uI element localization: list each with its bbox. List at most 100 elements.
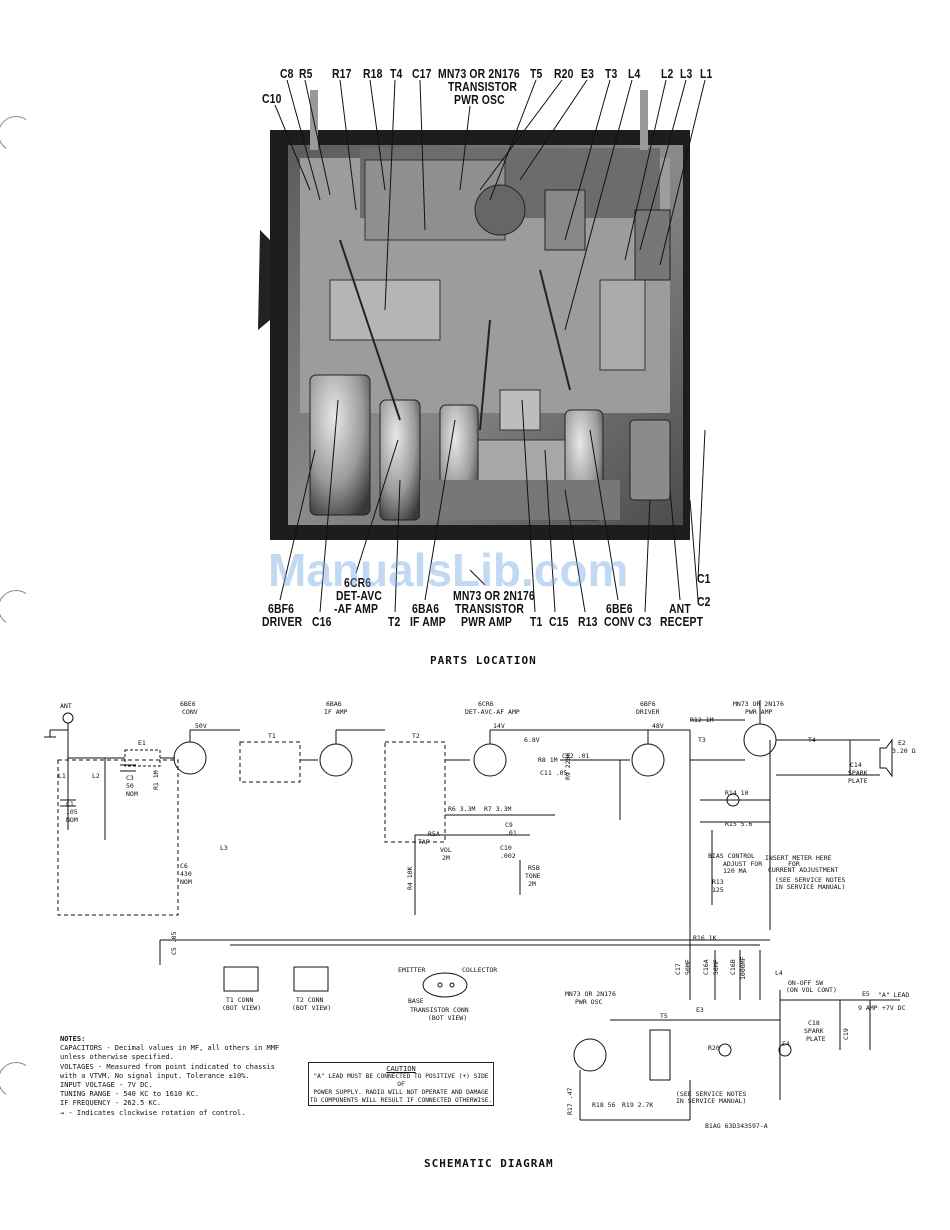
sch-ant: ANT	[60, 702, 72, 710]
caution-title: CAUTION	[386, 1065, 416, 1073]
sch-7vdc: +7V DC	[882, 1004, 906, 1012]
sch-spark-1: SPARK	[848, 769, 868, 777]
tube-mn73-amp-type: MN73 OR 2N176	[733, 700, 784, 708]
sch-v14: 14V	[493, 722, 505, 730]
tube-6cr6-type: 6CR6	[478, 700, 494, 708]
tube-6ba6-func: IF AMP	[324, 708, 348, 716]
sch-tone-val: 2M	[528, 880, 536, 888]
notes-line: VOLTAGES - Measured from point indicated…	[60, 1062, 275, 1071]
sch-meter3: CURRENT ADJUSTMENT	[768, 866, 839, 874]
sch-c3-nom: NOM	[126, 790, 138, 798]
sch-r17: R17 .47	[566, 1088, 574, 1115]
label-recept: RECEPT	[660, 614, 704, 629]
sch-e2-val: 3.20 Ω	[892, 747, 916, 755]
notes-line: CAPACITORS - Decimal values in MF, all o…	[60, 1044, 280, 1053]
sch-c10: C10	[500, 844, 512, 852]
label-l4: L4	[628, 66, 641, 81]
sch-9amp: 9 AMP	[858, 1004, 878, 1012]
sch-r8: R8 1M	[538, 756, 558, 764]
notes-line: → - Indicates clockwise rotation of cont…	[60, 1108, 246, 1117]
tube-mn73-osc-func: PWR OSC	[575, 998, 602, 1006]
label-mn73-osc-1: MN73 OR 2N176	[438, 66, 520, 81]
sch-t1conn-botview: (BOT VIEW)	[222, 1004, 261, 1012]
parts-location-caption: PARTS LOCATION	[430, 654, 537, 667]
sch-r19: R19 2.7K	[622, 1101, 653, 1109]
watermark: ManualsLib.com	[268, 544, 629, 596]
sch-c17-val: 50MF	[684, 959, 692, 975]
label-t3: T3	[605, 66, 618, 81]
sch-base: BASE	[408, 997, 424, 1005]
tube-mn73-osc-type: MN73 OR 2N176	[565, 990, 616, 998]
sch-r13-val: 125	[712, 886, 724, 894]
sch-r7: R7 3.3M	[484, 805, 511, 813]
notes-line: INPUT VOLTAGE - 7V DC.	[60, 1081, 153, 1090]
sch-tone: TONE	[525, 872, 541, 880]
tube-mn73-amp-func: PWR AMP	[745, 708, 772, 716]
sch-svc2: IN SERVICE MANUAL)	[676, 1097, 746, 1105]
sch-r12: R12 1M	[690, 716, 714, 724]
sch-svc1: (SEE SERVICE NOTES	[676, 1090, 747, 1098]
chassis-photo	[240, 90, 710, 580]
sch-c16b-val: 1000MF	[739, 956, 747, 980]
label-t1: T1	[530, 614, 543, 629]
label-l2: L2	[661, 66, 674, 81]
sch-r16: R16 1K	[693, 934, 717, 942]
sch-c16a-val: 50MF	[712, 959, 720, 975]
sch-e5: E5	[862, 990, 870, 998]
sch-v6-8: 6.8V	[524, 736, 540, 744]
label-6ba6: 6BA6	[412, 601, 440, 616]
sch-c3-val: 50	[126, 782, 134, 790]
sch-c16a: C16A	[702, 959, 710, 975]
label-mn73-osc-2: TRANSISTOR	[448, 79, 518, 94]
label-conv: CONV	[604, 614, 635, 629]
notes-line: TUNING RANGE - 540 KC to 1610 KC.	[60, 1090, 200, 1099]
caution-box: CAUTION "A" LEAD MUST BE CONNECTED TO PO…	[308, 1062, 494, 1106]
sch-e1: E1	[138, 739, 146, 747]
sch-t2conn: T2 CONN	[296, 996, 323, 1004]
label-l3: L3	[680, 66, 693, 81]
label-r20: R20	[554, 66, 574, 81]
tube-6cr6-func: DET-AVC-AF AMP	[465, 708, 520, 716]
sch-onoff2: (ON VOL CONT)	[786, 986, 837, 994]
sch-meter2: FOR	[788, 860, 800, 868]
label-r18: R18	[363, 66, 383, 81]
label-c2: C2	[697, 594, 711, 609]
sch-bias-note2: 120 MA	[723, 867, 747, 875]
label-c3: C3	[638, 614, 652, 629]
label-t5: T5	[530, 66, 543, 81]
sch-r13: R13	[712, 878, 724, 886]
notes-block: NOTES: CAPACITORS - Decimal values in MF…	[60, 1035, 279, 1118]
sch-c10-val: .002	[500, 852, 516, 860]
notes-line: unless otherwise specified.	[60, 1053, 174, 1062]
sch-c9: C9	[505, 821, 513, 829]
sch-v48: 48V	[652, 722, 664, 730]
sch-alead: "A" LEAD	[878, 991, 909, 999]
sch-c3: C3	[126, 774, 134, 782]
sch-bias-note3: (SEE SERVICE NOTES	[775, 876, 846, 884]
label-c8: C8	[280, 66, 294, 81]
sch-l1: L1	[58, 772, 66, 780]
sch-r18: R18 56	[592, 1101, 616, 1109]
label-6cr6: 6CR6	[344, 575, 372, 590]
sch-v50: 50V	[195, 722, 207, 730]
sch-tconn-botview: (BOT VIEW)	[428, 1014, 467, 1022]
label-c15: C15	[549, 614, 569, 629]
label-6bf6: 6BF6	[268, 601, 295, 616]
sch-t2conn-botview: (BOT VIEW)	[292, 1004, 331, 1012]
sch-c19: C19	[842, 1028, 850, 1040]
label-c1: C1	[697, 571, 711, 586]
sch-c1-val: 105	[66, 808, 78, 816]
sch-tap: TAP	[418, 838, 430, 846]
sch-c14: C14	[850, 761, 862, 769]
sch-t4: T4	[808, 736, 816, 744]
sch-l4: L4	[775, 969, 783, 977]
sch-vol: VOL	[440, 846, 452, 854]
schematic-caption: SCHEMATIC DIAGRAM	[424, 1157, 554, 1170]
label-6be6: 6BE6	[606, 601, 633, 616]
tube-6be6-type: 6BE6	[180, 700, 196, 708]
sch-t2: T2	[412, 732, 420, 740]
tube-6ba6-type: 6BA6	[326, 700, 342, 708]
sch-c16b: C16B	[729, 959, 737, 975]
sch-c6-nom: NOM	[180, 878, 192, 886]
sch-t5: T5	[660, 1012, 668, 1020]
